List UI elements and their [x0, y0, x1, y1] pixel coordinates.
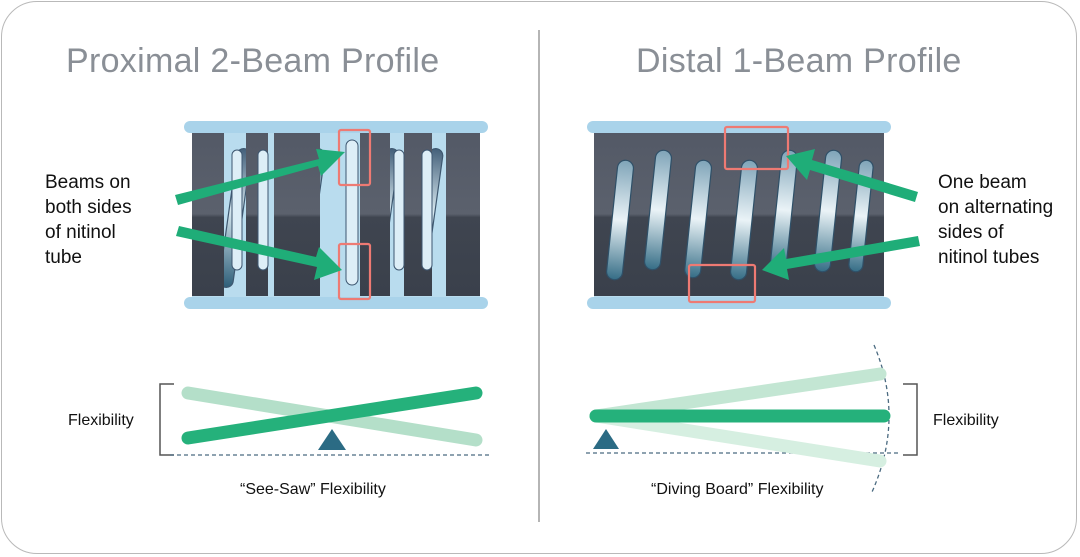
right-flexibility-label: Flexibility: [933, 412, 999, 429]
panel-divider: [538, 30, 540, 522]
right-bottom-arrow: [762, 236, 920, 280]
left-description-line: both sides: [45, 197, 132, 218]
left-description-line: tube: [45, 247, 82, 268]
right-description-line: One beam: [938, 172, 1027, 193]
left-flexibility-label: Flexibility: [68, 412, 134, 429]
deflection-arc: [871, 344, 890, 493]
right-top-arrow: [786, 149, 918, 202]
right-top-beam-highlight: [723, 125, 790, 171]
left-panel-title: Proximal 2-Beam Profile: [66, 42, 440, 80]
right-flexibility-bracket: [903, 383, 918, 456]
see-saw-diagram: [159, 383, 492, 456]
right-tube-illustration: [587, 121, 920, 309]
diving-board-pivot: [593, 429, 619, 449]
left-tube-bottom-rail: [184, 297, 488, 309]
left-description-line: Beams on: [45, 172, 131, 193]
right-description-line: on alternating: [938, 197, 1054, 218]
diving-board-ghost-down: [589, 409, 887, 468]
left-description: Beams on both sides of nitinol tube: [45, 170, 132, 270]
diving-board-caption: “Diving Board” Flexibility: [651, 481, 824, 498]
left-bottom-arrow: [176, 226, 342, 280]
diving-board-ghost-up: [589, 367, 887, 423]
see-saw-caption: “See-Saw” Flexibility: [240, 481, 386, 498]
left-flexibility-bracket: [159, 383, 174, 456]
right-panel-title: Distal 1-Beam Profile: [636, 42, 962, 80]
right-description: One beam on alternating sides of nitinol…: [938, 170, 1053, 270]
left-tube-top-rail: [184, 121, 488, 133]
see-saw-beam: [181, 386, 483, 445]
left-description-line: of nitinol: [45, 222, 116, 243]
right-description-line: nitinol tubes: [938, 247, 1040, 268]
see-saw-pivot: [318, 429, 346, 450]
left-top-arrow: [175, 149, 345, 205]
left-bottom-beam-highlight: [337, 242, 372, 301]
right-bottom-beam-highlight: [687, 263, 757, 304]
diving-board-diagram: [586, 344, 918, 493]
right-description-line: sides of: [938, 222, 1004, 243]
left-tube-illustration: [175, 121, 488, 309]
